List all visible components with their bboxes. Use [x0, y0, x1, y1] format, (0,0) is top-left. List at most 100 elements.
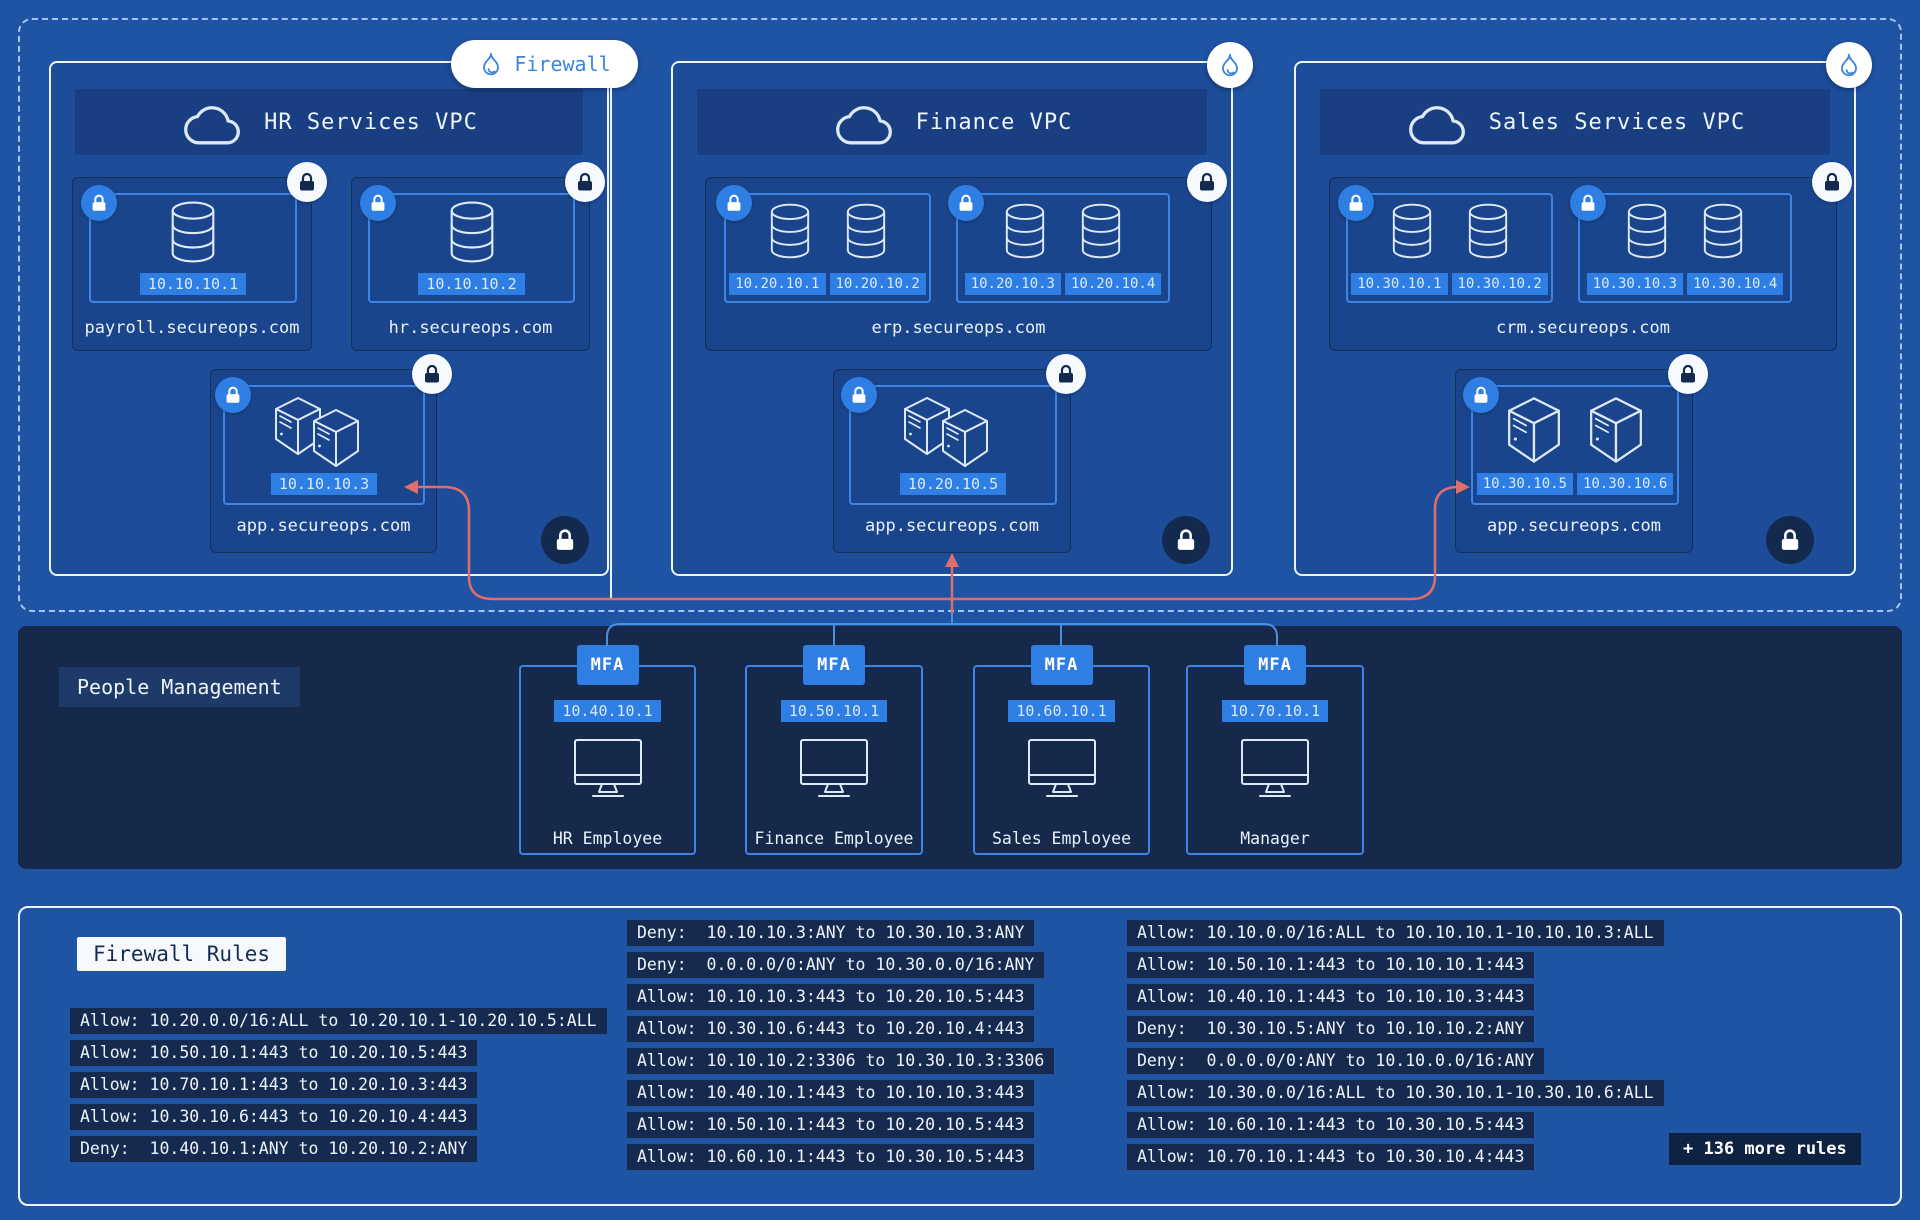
sales-crm-box: 10.30.10.1 10.30.10.2 10.30.10.3 10.30.1…	[1329, 162, 1852, 351]
ip-chip: 10.30.10.1	[1351, 273, 1448, 295]
lock-icon	[1162, 516, 1210, 564]
lock-icon	[1812, 162, 1852, 202]
lock-icon	[1046, 354, 1086, 394]
flame-icon	[1841, 53, 1857, 77]
database-icon	[1627, 203, 1667, 259]
vpc-hr-title: HR Services VPC	[264, 109, 478, 135]
crm-cluster-1: 10.30.10.1 10.30.10.2	[1338, 185, 1553, 303]
hostname-label: app.secureops.com	[865, 516, 1039, 536]
firewall-flame-badge-sales	[1826, 42, 1872, 88]
firewall-rule: Allow: 10.60.10.1:443 to 10.30.10.5:443	[627, 1144, 1035, 1170]
firewall-rule: Allow: 10.70.10.1:443 to 10.20.10.3:443	[70, 1072, 478, 1098]
firewall-rule: Deny: 0.0.0.0/0:ANY to 10.10.0.0/16:ANY	[1127, 1048, 1545, 1074]
ip-chip: 10.30.10.4	[1687, 273, 1784, 295]
hr-app-inner: 10.10.10.3	[215, 377, 425, 505]
vpc-hr: HR Services VPC 10.10.10.1 payroll.secur…	[49, 61, 609, 576]
database-icon	[1392, 203, 1431, 259]
firewall-rules-title: Firewall Rules	[77, 937, 287, 971]
cloud-icon	[835, 106, 892, 145]
lock-icon	[1338, 185, 1374, 221]
database-icon	[1081, 203, 1121, 259]
hostname-label: erp.secureops.com	[871, 318, 1046, 338]
more-rules-badge: + 136 more rules	[1669, 1133, 1861, 1165]
lock-icon	[81, 185, 117, 221]
vpc-sales: Sales Services VPC 10.30.10.1 10.30.10.2	[1294, 61, 1856, 576]
ip-chip: 10.20.10.5	[899, 473, 1007, 495]
mfa-badge: MFA	[803, 645, 865, 685]
vpc-finance-title: Finance VPC	[915, 109, 1073, 135]
ip-chip: 10.20.10.3	[964, 273, 1061, 295]
lock-icon	[948, 185, 984, 221]
hostname-label: hr.secureops.com	[388, 318, 553, 338]
user-card-sales-employee: MFA 10.60.10.1 Sales Employee	[973, 645, 1150, 855]
finance-app-box: 10.20.10.5 app.secureops.com	[833, 354, 1086, 553]
mfa-badge: MFA	[1244, 645, 1306, 685]
ip-chip: 10.30.10.2	[1451, 273, 1548, 295]
firewall-rule: Deny: 10.10.10.3:ANY to 10.30.10.3:ANY	[627, 920, 1035, 946]
lock-icon	[1668, 354, 1708, 394]
firewall-rules-section: Firewall Rules Allow: 10.20.0.0/16:ALL t…	[18, 906, 1902, 1206]
firewall-rule: Allow: 10.30.10.6:443 to 10.20.10.4:443	[70, 1104, 478, 1130]
firewall-rule: Allow: 10.10.0.0/16:ALL to 10.10.10.1-10…	[1127, 920, 1664, 946]
erp-cluster-2: 10.20.10.3 10.20.10.4	[948, 185, 1170, 303]
people-management-title: People Management	[59, 667, 300, 707]
database-icon	[1468, 203, 1507, 259]
sales-app-inner: 10.30.10.5 10.30.10.6	[1463, 377, 1679, 505]
firewall-rules-column-1: Allow: 10.20.0.0/16:ALL to 10.20.10.1-10…	[70, 1008, 607, 1162]
ip-chip: 10.70.10.1	[1221, 700, 1329, 722]
firewall-rule: Deny: 10.40.10.1:ANY to 10.20.10.2:ANY	[70, 1136, 478, 1162]
firewall-rule: Allow: 10.30.0.0/16:ALL to 10.30.10.1-10…	[1127, 1080, 1664, 1106]
user-label: HR Employee	[552, 829, 663, 848]
ip-chip: 10.30.10.5	[1476, 473, 1573, 495]
firewall-rule: Allow: 10.40.10.1:443 to 10.10.10.3:443	[1127, 984, 1535, 1010]
ip-chip: 10.60.10.1	[1008, 700, 1115, 722]
hr-payroll-db-box: 10.10.10.1 payroll.secureops.com	[72, 162, 327, 351]
vpc-sales-title: Sales Services VPC	[1488, 109, 1746, 135]
lock-icon	[412, 354, 452, 394]
lock-icon	[541, 516, 589, 564]
workstation-icon	[573, 739, 642, 797]
vpc-finance: Finance VPC 10.20.10.1 10.20.10.2	[671, 61, 1233, 576]
ip-chip: 10.10.10.1	[139, 273, 247, 295]
ip-chip: 10.20.10.2	[829, 273, 926, 295]
ip-chip: 10.40.10.1	[554, 700, 661, 722]
lock-icon	[1570, 185, 1606, 221]
lock-icon	[716, 185, 752, 221]
server-icon	[904, 397, 988, 467]
workstation-icon	[800, 739, 868, 797]
crm-cluster-2: 10.30.10.3 10.30.10.4	[1570, 185, 1792, 303]
ip-chip: 10.10.10.3	[270, 473, 378, 495]
firewall-rule: Deny: 10.30.10.5:ANY to 10.10.10.2:ANY	[1127, 1016, 1535, 1042]
lock-icon	[1463, 377, 1499, 413]
server-icon	[275, 397, 359, 467]
mfa-badge: MFA	[576, 645, 639, 685]
cloud-icon	[184, 106, 241, 145]
lock-icon	[841, 377, 877, 413]
hostname-label: app.secureops.com	[1487, 516, 1661, 536]
lock-icon	[1766, 516, 1814, 564]
flame-icon	[1222, 53, 1238, 77]
firewall-rule: Allow: 10.50.10.1:443 to 10.20.10.5:443	[627, 1112, 1035, 1138]
sales-app-box: 10.30.10.5 10.30.10.6 app.secureops.com	[1455, 354, 1708, 553]
workstation-icon	[1241, 739, 1309, 797]
firewall-badge: Firewall	[451, 40, 638, 88]
finance-erp-box: 10.20.10.1 10.20.10.2 10.20.10.3 10.20.1…	[705, 162, 1227, 351]
database-icon	[171, 201, 215, 263]
vpc-sales-header: Sales Services VPC	[1320, 89, 1830, 155]
hr-app-box: 10.10.10.3 app.secureops.com	[210, 354, 452, 553]
hr-payroll-db-inner: 10.10.10.1	[81, 185, 297, 303]
firewall-rules-column-2: Deny: 10.10.10.3:ANY to 10.30.10.3:ANY D…	[627, 920, 1055, 1170]
user-card-finance-employee: MFA 10.50.10.1 Finance Employee	[745, 645, 923, 855]
firewall-rule: Deny: 0.0.0.0/0:ANY to 10.30.0.0/16:ANY	[627, 952, 1045, 978]
workstation-icon	[1027, 739, 1096, 797]
people-management-section: People Management MFA 10.40.10.1 HR Empl…	[18, 626, 1902, 869]
lock-icon	[360, 185, 396, 221]
user-label: Sales Employee	[991, 829, 1132, 848]
firewall-rule: Allow: 10.10.10.3:443 to 10.20.10.5:443	[627, 984, 1035, 1010]
flame-icon	[483, 52, 500, 76]
ip-chip: 10.30.10.3	[1586, 273, 1683, 295]
firewall-rule: Allow: 10.70.10.1:443 to 10.30.10.4:443	[1127, 1144, 1535, 1170]
database-icon	[1703, 203, 1743, 259]
hostname-label: crm.secureops.com	[1496, 318, 1670, 338]
